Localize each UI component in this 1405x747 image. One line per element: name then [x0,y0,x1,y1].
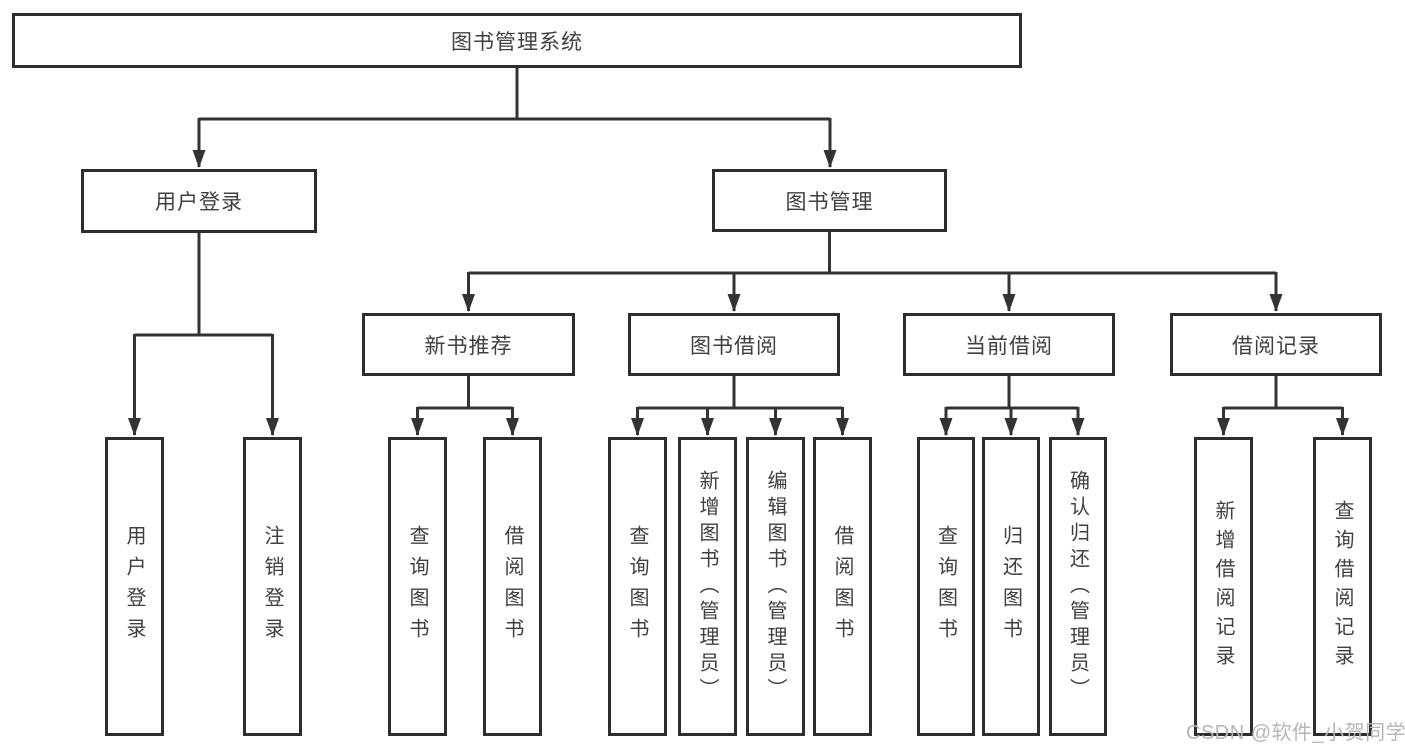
leaf-label: 注销登录 [261,524,283,649]
leaf-query-books: 查询图书 [917,437,975,736]
leaf-label: 确认归还（管理员） [1066,469,1089,704]
connector-borrowing-records [1217,376,1349,436]
node-label: 新书推荐 [424,334,513,358]
node-label: 用户登录 [155,191,243,214]
leaf-label: 查询图书 [934,524,957,649]
leaf-edit-books-admin: 编辑图书（管理员） [746,437,805,736]
connector-new-book [411,376,519,436]
node-new-book-recommend: 新书推荐 [362,313,575,376]
node-library-system: 图书管理系统 [12,13,1022,68]
node-label: 当前借阅 [965,334,1053,358]
leaf-query-books: 查询图书 [608,437,667,736]
leaf-label: 借阅图书 [501,524,523,649]
leaf-borrow-books: 借阅图书 [813,437,872,736]
connector-root [192,68,837,168]
leaf-query-books: 查询图书 [388,437,447,736]
leaf-label: 新增图书（管理员） [696,469,718,704]
leaf-label: 查询借阅记录 [1331,499,1353,674]
leaf-add-books-admin: 新增图书（管理员） [678,437,737,736]
leaf-logout: 注销登录 [243,437,302,736]
leaf-user-login: 用户登录 [105,437,164,736]
leaf-add-borrow-record: 新增借阅记录 [1194,437,1253,736]
leaf-confirm-return-admin: 确认归还（管理员） [1049,437,1107,736]
leaf-label: 新增借阅记录 [1212,499,1234,674]
leaf-query-borrow-record: 查询借阅记录 [1313,437,1372,736]
leaf-label: 查询图书 [626,524,648,649]
node-user-login: 用户登录 [81,169,317,233]
node-label: 图书管理系统 [451,30,583,54]
node-book-borrowing: 图书借阅 [628,313,840,376]
connector-book-borrowing [631,376,849,436]
node-current-borrowing: 当前借阅 [903,313,1115,376]
node-book-management: 图书管理 [712,169,947,232]
node-label: 图书借阅 [690,334,778,358]
node-label: 借阅记录 [1232,334,1320,358]
leaf-label: 归还图书 [999,524,1022,649]
connector-user-login [128,233,279,436]
leaf-borrow-books: 借阅图书 [483,437,542,736]
leaf-return-books: 归还图书 [982,437,1040,736]
node-borrowing-records: 借阅记录 [1170,313,1382,376]
leaf-label: 用户登录 [123,524,145,649]
csdn-watermark: CSDN @软件_小贺同学 [1186,722,1405,744]
leaf-label: 借阅图书 [831,524,853,649]
node-label: 图书管理 [785,190,874,214]
leaf-label: 查询图书 [406,524,428,649]
connector-book-management [462,232,1283,312]
connector-current-borrowing [939,376,1085,436]
leaf-label: 编辑图书（管理员） [764,469,786,704]
